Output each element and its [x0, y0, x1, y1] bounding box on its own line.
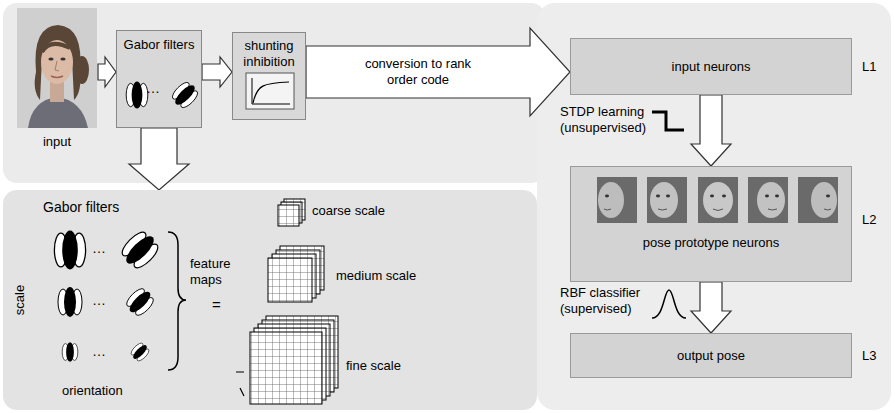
text-label: = — [212, 296, 221, 314]
drawing-part — [765, 195, 769, 198]
drawing-part — [253, 82, 289, 103]
drawing-part — [666, 195, 670, 198]
drawing-part — [768, 209, 777, 210]
layer-box: input neurons — [570, 38, 852, 95]
drawing-part — [710, 195, 714, 198]
drawing-part — [598, 182, 624, 218]
text-label: fine scale — [346, 358, 401, 374]
text-label: L3 — [862, 348, 876, 364]
text-label: L1 — [862, 59, 876, 75]
drawing-part — [58, 287, 82, 317]
drawing-part — [41, 40, 73, 84]
input-image: input — [16, 8, 98, 158]
node-text: input neurons — [672, 59, 751, 75]
drawing-part — [236, 372, 244, 396]
drawing-part — [698, 177, 738, 223]
drawing-part — [824, 209, 831, 210]
pose-faces — [571, 167, 853, 277]
node-text: pose prototype neurons — [643, 235, 780, 251]
node-text: Gabor filters — [43, 199, 119, 216]
block-arrow — [202, 57, 232, 87]
layer-box: output pose — [570, 333, 852, 378]
process-box: Gabor filters — [116, 30, 202, 128]
drawing-part — [597, 177, 838, 223]
drawing-part — [129, 341, 152, 364]
drawing-part — [35, 25, 81, 100]
drawing-part — [826, 195, 830, 198]
drawing-part — [268, 258, 312, 302]
drawing-part — [60, 58, 65, 61]
drawing-part — [168, 232, 186, 370]
text-label: … — [92, 292, 106, 309]
drawing-part — [278, 205, 299, 226]
drawing-part — [775, 195, 779, 198]
drawing-part — [17, 8, 97, 128]
drawing-part — [597, 177, 637, 223]
block-arrow — [306, 28, 570, 116]
layer-box: pose prototype neurons — [570, 166, 852, 282]
drawing-part — [55, 61, 59, 71]
gaussian-symbol — [652, 290, 686, 318]
drawing-part — [169, 79, 201, 111]
drawing-part — [722, 195, 726, 198]
text-label: feature maps — [190, 256, 246, 287]
drawing-part — [757, 182, 785, 218]
edge-label: conversion to rank order code — [362, 56, 474, 89]
gabor-bank-illustration — [3, 190, 537, 410]
text-label: orientation — [62, 383, 123, 399]
drawing-part — [17, 8, 97, 128]
text-label: … — [92, 240, 106, 257]
text-label: … — [92, 343, 106, 360]
block-arrow — [129, 128, 189, 190]
drawing-part — [246, 73, 294, 109]
text-label: scale — [12, 285, 28, 315]
text-label: … — [146, 80, 160, 97]
drawing-part — [647, 177, 687, 223]
node-text: input — [43, 134, 71, 150]
drawing-part — [658, 209, 667, 210]
drawing-part — [656, 195, 660, 198]
block-arrow — [691, 282, 731, 333]
drawing-part — [252, 78, 290, 104]
text-label: coarse scale — [312, 203, 385, 219]
drawing-part — [62, 342, 78, 362]
edge-label: STDP learning (unsupervised) — [560, 104, 652, 137]
network-panel — [537, 3, 891, 410]
edge-label: RBF classifier (supervised) — [560, 285, 652, 318]
drawing-part — [798, 177, 838, 223]
drawing-part — [811, 182, 837, 218]
drawing-part — [604, 209, 611, 210]
drawing-part — [54, 231, 85, 270]
node-text: Gabor filters — [124, 37, 195, 53]
drawing-part — [250, 332, 322, 404]
drawing-part — [605, 195, 609, 198]
text-label: medium scale — [336, 268, 416, 284]
drawing-part — [54, 199, 338, 404]
drawing-part — [246, 73, 294, 109]
drawing-part — [650, 182, 678, 218]
drawing-part — [703, 182, 733, 218]
drawing-part — [42, 44, 70, 52]
drawing-part — [117, 227, 163, 273]
node-text: shunting inhibition — [237, 38, 301, 69]
node-text: output pose — [677, 348, 745, 364]
detail-panel: Gabor filters — [3, 190, 537, 410]
process-box: shunting inhibition — [232, 32, 306, 120]
step-symbol — [652, 112, 684, 130]
drawing-part — [123, 285, 157, 319]
drawing-part — [51, 76, 63, 78]
drawing-part — [126, 79, 201, 111]
drawing-part — [713, 209, 723, 211]
block-arrow — [98, 57, 116, 87]
text-label: L2 — [862, 212, 876, 228]
block-arrow — [691, 95, 731, 166]
drawing-part — [748, 177, 788, 223]
drawing-part — [48, 58, 53, 61]
drawing-part — [126, 82, 148, 109]
